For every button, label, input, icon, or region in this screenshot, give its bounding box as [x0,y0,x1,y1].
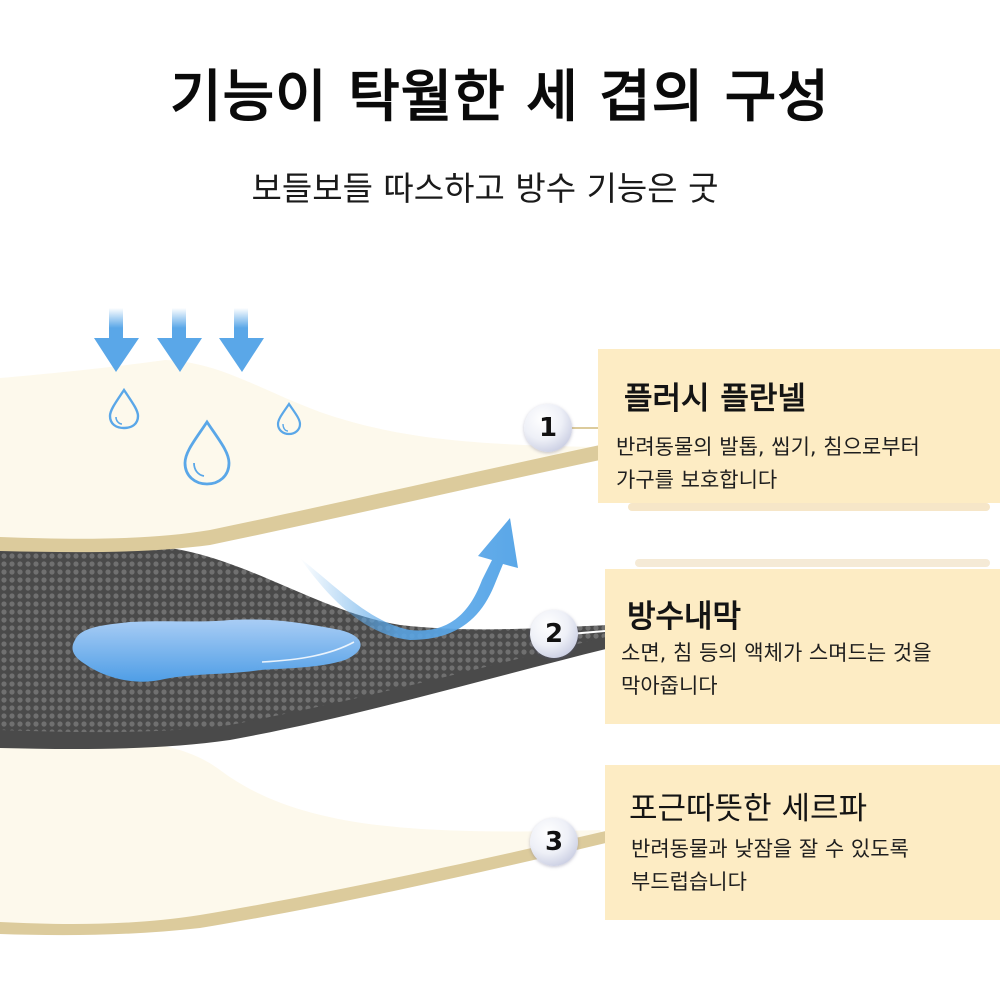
layer-2-description: 소면, 침 등의 액체가 스며드는 것을 막아줍니다 [621,637,992,703]
page-subtitle: 보들보들 따스하고 방수 기능은 굿 [251,169,719,208]
layer-3-description: 반려동물과 낮잠을 잘 수 있도록 부드럽습니다 [631,833,992,899]
layer-1-fleece-shape [0,360,600,553]
water-puddle [72,619,361,682]
description-line: 소면, 침 등의 액체가 스며드는 것을 [621,641,932,665]
arrow-down-icon [94,308,139,372]
layer-2-title: 방수내막 [627,599,742,635]
layer-3-number-badge: 3 [530,818,578,866]
water-drop-icon [108,387,140,430]
description-line: 반려동물의 발톱, 씹기, 침으로부터 [616,435,920,459]
description-line: 가구를 보호합니다 [616,468,778,492]
layer-3-info-box: 포근따뜻한 세르파 반려동물과 낮잠을 잘 수 있도록 부드럽습니다 [605,765,1000,920]
layer-1-number-badge: 1 [524,404,572,452]
layer-3-sherpa-shape [0,738,610,936]
arrow-down-icon [157,308,202,372]
water-drop-icon [276,402,302,436]
layer-2-number-badge: 2 [530,610,578,658]
box-shadow [628,503,990,511]
layer-2-info-box: 방수내막 소면, 침 등의 액체가 스며드는 것을 막아줍니다 [605,559,1000,724]
layer-1-info-box: 플러시 플란넬 반려동물의 발톱, 씹기, 침으로부터 가구를 보호합니다 [598,349,1000,511]
description-line: 반려동물과 낮잠을 잘 수 있도록 [631,837,909,861]
layer-3-title: 포근따뜻한 세르파 [629,791,868,827]
page-title: 기능이 탁월한 세 겹의 구성 [170,65,830,130]
arrow-down-icon [219,308,264,372]
description-line: 부드럽습니다 [631,870,747,894]
box-shadow [635,559,990,567]
curved-arrow-up-icon [300,518,518,640]
layer-1-title: 플러시 플란넬 [624,381,806,417]
description-line: 막아줍니다 [621,674,718,698]
layer-1-description: 반려동물의 발톱, 씹기, 침으로부터 가구를 보호합니다 [616,431,992,497]
water-drop-icon [183,419,231,486]
